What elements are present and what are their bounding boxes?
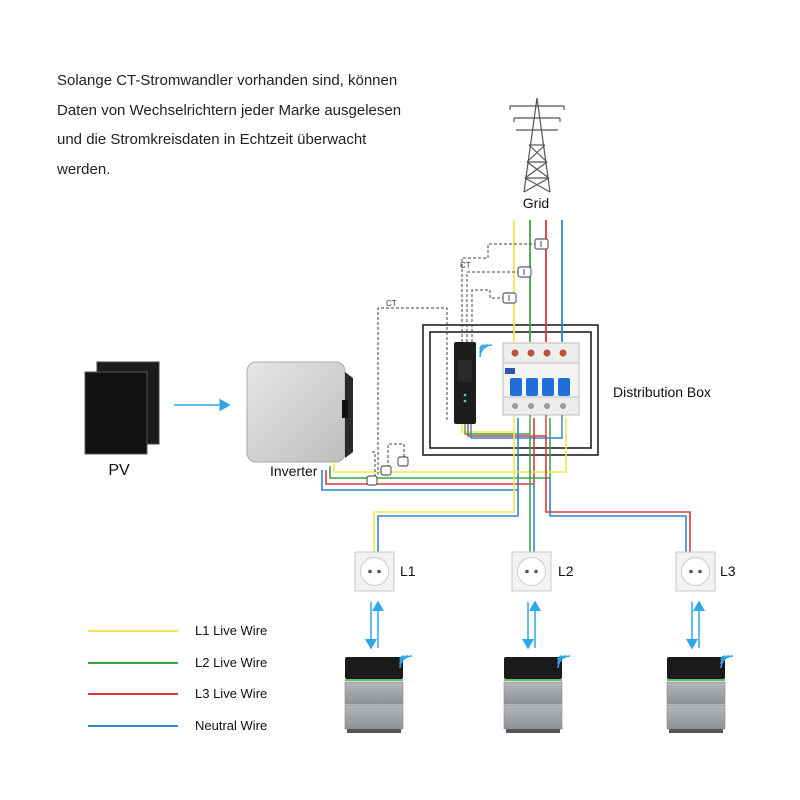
ct-lower-label: CT	[386, 299, 397, 308]
smart-meter	[454, 342, 476, 424]
battery-l1	[344, 657, 404, 733]
ct-clamp-icon	[366, 456, 409, 486]
socket-feed-wires	[373, 432, 691, 552]
intro-line-3: und die Stromkreisdaten in Echtzeit über…	[57, 131, 367, 148]
distribution-box	[422, 324, 599, 456]
legend-label-l3: L3 Live Wire	[195, 686, 267, 701]
socket-l3	[675, 551, 716, 592]
meter-wires	[461, 415, 563, 439]
intro-line-4: werden.	[57, 160, 111, 178]
ct-clamp-icon	[502, 238, 549, 304]
ct-dashed-lower	[370, 307, 448, 482]
legend: L1 Live Wire L2 Live Wire L3 Live Wire N…	[88, 623, 267, 733]
circuit-breaker	[502, 342, 580, 416]
legend-label-neutral: Neutral Wire	[195, 718, 267, 733]
pv-panel-icon	[84, 361, 160, 455]
pv-label: PV	[108, 462, 130, 479]
intro-line-1: Solange CT-Stromwandler vorhanden sind, …	[57, 72, 398, 89]
legend-label-l2: L2 Live Wire	[195, 655, 267, 670]
inverter-icon	[246, 361, 353, 463]
ct-dashed-upper	[461, 243, 540, 342]
inverter-wires	[321, 418, 567, 491]
bidirectional-arrow-icon	[365, 600, 705, 650]
inverter-label: Inverter	[270, 463, 318, 479]
grid-wires	[513, 220, 563, 342]
battery-l3	[666, 657, 726, 733]
socket-l1-label: L1	[400, 563, 416, 579]
intro-text: Solange CT-Stromwandler vorhanden sind, …	[57, 66, 477, 184]
battery-l2	[503, 657, 563, 733]
socket-l2-label: L2	[558, 563, 574, 579]
distribution-box-label: Distribution Box	[613, 384, 711, 400]
power-tower-icon	[509, 97, 565, 193]
intro-line-2: Daten von Wechselrichtern jeder Marke au…	[57, 101, 402, 119]
socket-l1	[354, 551, 395, 592]
wifi-signal-icon	[399, 655, 734, 669]
ct-upper-label: CT	[460, 261, 471, 270]
grid-label: Grid	[523, 195, 549, 211]
wifi-signal-icon	[479, 344, 493, 358]
socket-l3-label: L3	[720, 563, 736, 579]
legend-label-l1: L1 Live Wire	[195, 623, 267, 638]
socket-l2	[511, 551, 552, 592]
